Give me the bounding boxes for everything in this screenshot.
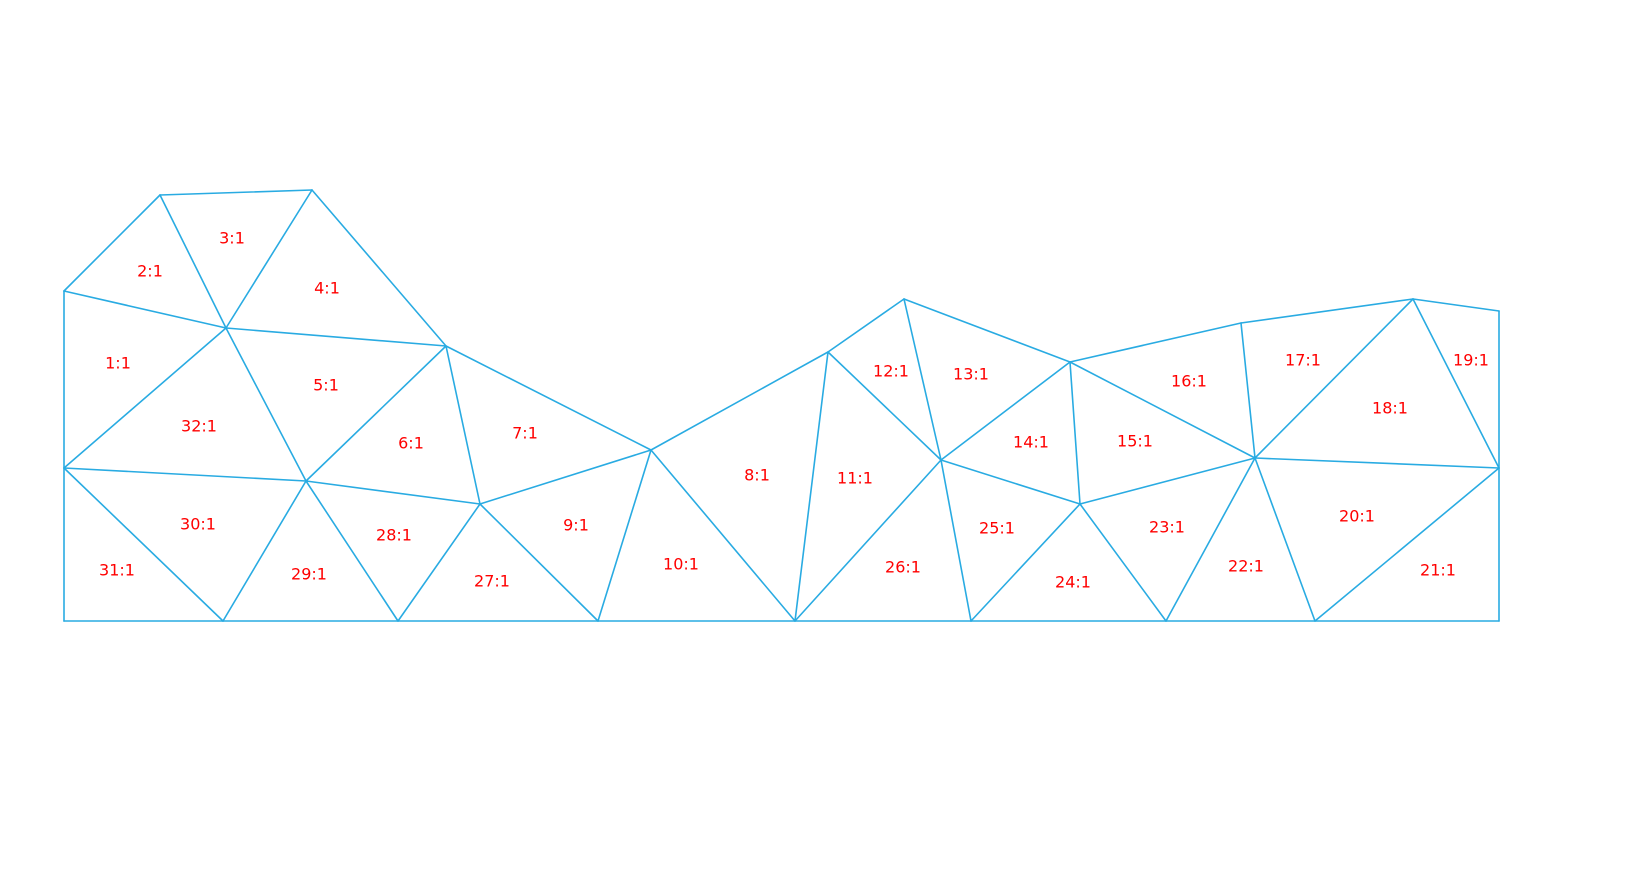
triangle-label: 3:1 [219,229,245,248]
mesh-edge [1069,322,1242,363]
triangle-label: 23:1 [1149,518,1185,537]
triangle-label: 5:1 [313,376,339,395]
mesh-edge [1240,322,1256,459]
mesh-edge [1412,298,1500,469]
triangle-label: 32:1 [181,417,217,436]
triangle-label: 10:1 [663,555,699,574]
mesh-edge [650,351,829,451]
triangle-label: 21:1 [1420,561,1456,580]
mesh-edge [940,459,972,622]
mesh-edge [903,298,1071,363]
triangle-label: 30:1 [180,515,216,534]
triangle-label: 18:1 [1372,399,1408,418]
mesh-edge [63,327,227,469]
mesh-edge [1069,361,1081,505]
mesh-edge [794,351,829,622]
mesh-edge [225,327,447,347]
mesh-labels: 1:1 2:1 3:1 4:1 5:1 6:1 7:1 8:1 9:1 10:1 11:1 12:1 1… [99,229,1489,592]
triangle-label: 2:1 [137,262,163,281]
mesh-edge [222,480,307,622]
mesh-edge [479,449,652,505]
triangle-label: 17:1 [1285,351,1321,370]
mesh-edges [63,189,1500,622]
mesh-edge [650,449,796,622]
mesh-edge [305,345,447,482]
triangle-label: 4:1 [314,279,340,298]
mesh-edge [827,351,942,461]
mesh-edge [63,467,307,482]
mesh-edge [1314,467,1500,622]
triangle-label: 29:1 [291,565,327,584]
mesh-edge [159,194,227,329]
triangle-label: 22:1 [1228,557,1264,576]
mesh-edge [1254,457,1500,469]
mesh-edge [63,194,161,292]
mesh-edge [903,298,942,461]
mesh-edge [940,361,1071,461]
mesh-edge [1165,457,1256,622]
mesh-edge [1254,298,1414,459]
mesh-edge [1079,503,1167,622]
triangle-label: 6:1 [398,434,424,453]
triangle-label: 13:1 [953,365,989,384]
mesh-edge [63,290,227,329]
triangle-label: 24:1 [1055,573,1091,592]
mesh-edge [225,327,307,482]
triangle-label: 25:1 [979,519,1015,538]
triangle-label: 19:1 [1453,351,1489,370]
triangle-label: 31:1 [99,561,135,580]
mesh-edge [445,345,481,505]
mesh-edge [1412,298,1500,312]
mesh-edge [794,459,942,622]
mesh-edge [445,345,652,451]
triangle-label: 8:1 [744,466,770,485]
mesh-edge [305,480,399,622]
triangle-label: 12:1 [873,362,909,381]
mesh-edge [1079,457,1256,505]
triangle-label: 1:1 [105,354,131,373]
triangle-label: 7:1 [512,424,538,443]
triangle-label: 16:1 [1171,372,1207,391]
triangle-label: 20:1 [1339,507,1375,526]
mesh-edge [397,503,481,622]
mesh-edge [1240,298,1414,324]
mesh-edge [940,459,1081,505]
triangle-label: 11:1 [837,469,873,488]
mesh-edge [1254,457,1316,622]
triangle-label: 15:1 [1117,432,1153,451]
mesh-edge [479,503,599,622]
mesh-edge [159,189,313,196]
triangle-label: 28:1 [376,526,412,545]
mesh-edge [1069,361,1256,459]
mesh-edge [827,298,905,353]
mesh-edge [63,467,224,622]
mesh-edge [970,503,1081,622]
mesh-edge [225,189,313,329]
triangle-label: 9:1 [563,516,589,535]
triangle-label: 14:1 [1013,433,1049,452]
mesh-edge [305,480,481,505]
triangle-label: 27:1 [474,572,510,591]
triangle-label: 26:1 [885,558,921,577]
mesh-edge [597,449,652,622]
mesh-edge [311,189,447,347]
